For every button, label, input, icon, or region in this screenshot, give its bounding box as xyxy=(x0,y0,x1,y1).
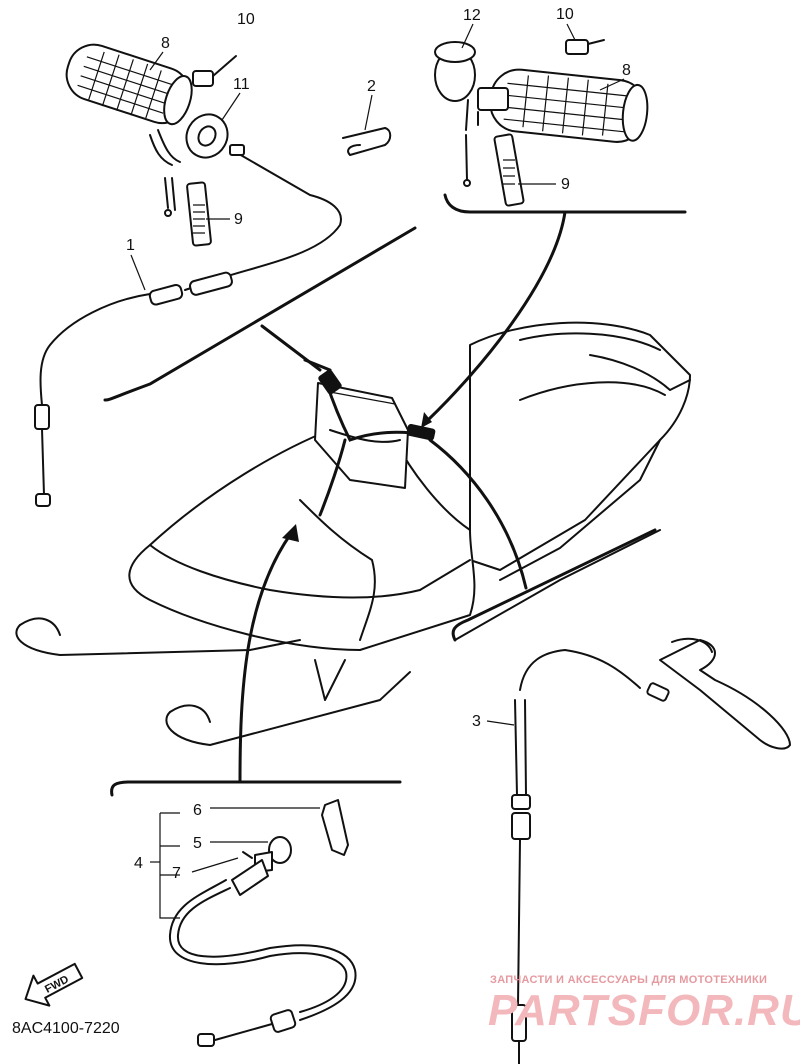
callout-1: 1 xyxy=(126,237,135,254)
callout-4: 4 xyxy=(134,855,143,872)
snowmobile-illustration xyxy=(15,321,691,746)
callout-2: 2 xyxy=(367,78,376,95)
watermark-tagline: ЗАПЧАСТИ И АКСЕССУАРЫ ДЛЯ МОТОТЕХНИКИ xyxy=(490,974,767,986)
callout-9-right: 9 xyxy=(561,176,570,193)
watermark: ЗАПЧАСТИ И АКСЕССУАРЫ ДЛЯ МОТОТЕХНИКИ PA… xyxy=(488,974,800,1035)
callout-8-right: 8 xyxy=(622,62,631,79)
callout-12: 12 xyxy=(463,7,481,24)
callout-10-right: 10 xyxy=(556,6,574,23)
diagram-code: 8AC4100-7220 xyxy=(12,1020,120,1037)
callout-6: 6 xyxy=(193,802,202,819)
callout-11: 11 xyxy=(233,76,250,93)
callout-labels: 1 2 3 4 5 6 7 8 8 9 9 10 10 11 12 xyxy=(126,6,631,882)
callout-3: 3 xyxy=(472,713,481,730)
callout-7: 7 xyxy=(172,865,181,882)
callout-9-left: 9 xyxy=(234,211,243,228)
left-grip-group xyxy=(34,43,417,507)
callout-8-left: 8 xyxy=(161,35,170,52)
watermark-brand: PARTSFOR.RU xyxy=(488,986,800,1035)
brake-cable-group xyxy=(428,438,791,1064)
choke-cable-group xyxy=(110,524,402,1047)
forward-direction-arrow: FWD xyxy=(24,962,84,1007)
callout-5: 5 xyxy=(193,835,202,852)
right-grip-group xyxy=(421,39,687,428)
callout-10-left: 10 xyxy=(237,11,255,28)
